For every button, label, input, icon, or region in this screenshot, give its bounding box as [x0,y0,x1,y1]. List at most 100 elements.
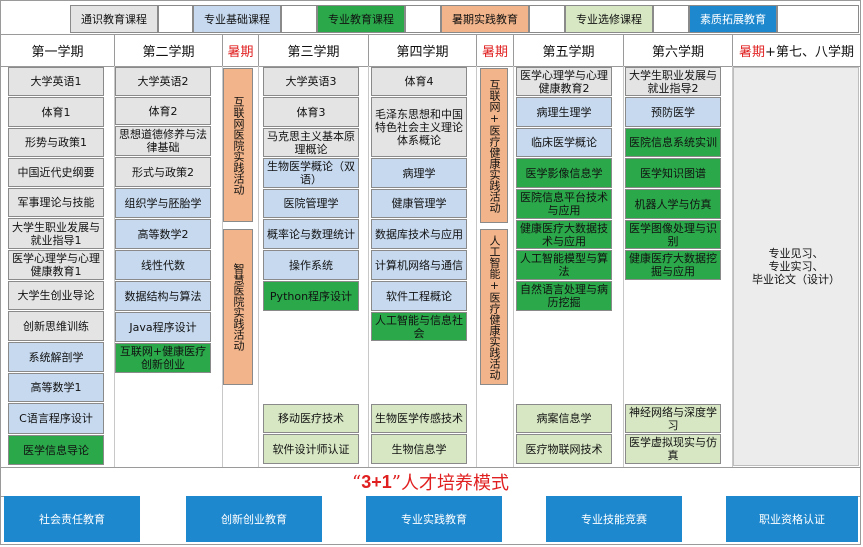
course-cell: 马克思主义基本原理概论 [263,128,359,157]
course-cell: 病理学 [371,158,467,188]
course-cell: 医学信息导论 [8,435,104,465]
course-cell: 数据结构与算法 [115,281,211,311]
course-cell: 医学图像处理与识别 [625,220,721,249]
course-cell: 健康管理学 [371,189,467,218]
course-cell: 医院信息系统实训 [625,128,721,157]
slogan-number: 3+1 [361,471,392,492]
course-cell: 医院信息平台技术与应用 [516,189,612,219]
legend-quality-development: 素质拓展教育 [689,5,777,33]
summer-practice-cell: 互联网医院实践活动 [223,68,253,222]
course-cell: 计算机网络与通信 [371,250,467,280]
course-cell: 健康医疗大数据挖掘与应用 [625,250,721,280]
column-divider [732,66,733,467]
course-cell: 大学英语3 [263,67,359,96]
course-cell: 高等数学1 [8,373,104,402]
quality-education-cell: 专业实践教育 [366,496,502,542]
course-cell: 移动医疗技术 [263,404,359,433]
course-cell: 体育4 [371,67,467,96]
course-cell: 组织学与胚胎学 [115,188,211,218]
legend-spacer [281,5,317,33]
legend-professional-education: 专业教育课程 [317,5,405,33]
course-cell: Java程序设计 [115,312,211,342]
course-cell: 机器人学与仿真 [625,189,721,219]
quality-education-cell: 社会责任教育 [4,496,140,542]
column-divider [114,66,115,467]
course-cell: 体育3 [263,97,359,127]
course-cell: 医疗物联网技术 [516,434,612,464]
course-cell: 中国近代史纲要 [8,158,104,187]
summer-practice-cell: 智慧医院实践活动 [223,229,253,385]
legend-summer-practice: 暑期实践教育 [441,5,529,33]
course-cell: 操作系统 [263,250,359,280]
legend-professional-elective: 专业选修课程 [565,5,653,33]
course-cell: 线性代数 [115,250,211,280]
semester-5-header: 第五学期 [513,35,623,66]
column-divider [222,66,223,467]
course-cell: 大学生职业发展与就业指导1 [8,218,104,249]
semester-2-header: 第二学期 [114,35,222,66]
course-cell: 概率论与数理统计 [263,219,359,249]
legend-spacer [529,5,565,33]
slogan-quote: “ [352,471,362,493]
bottom-spacer [322,496,366,542]
summer-1-header: 暑期 [222,35,258,66]
course-cell: 创新思维训练 [8,311,104,341]
divider [1,66,860,67]
course-cell: 形势与政策1 [8,128,104,157]
course-cell: 人工智能模型与算法 [516,250,612,280]
semester-1-header: 第一学期 [1,35,114,66]
quality-education-cell: 职业资格认证 [726,496,858,542]
course-cell: 数据库技术与应用 [371,219,467,249]
legend-spacer [653,5,689,33]
legend-professional-basic: 专业基础课程 [193,5,281,33]
course-cell: 自然语言处理与病历挖掘 [516,281,612,311]
legend-spacer [1,5,69,33]
course-cell: 毛泽东思想和中国特色社会主义理论体系概论 [371,97,467,157]
course-cell: 医学心理学与心理健康教育1 [8,250,104,280]
course-cell: 神经网络与深度学习 [625,404,721,433]
summer-practice-cell: 互联网+医疗健康实践活动 [480,68,508,223]
course-cell: 大学英语2 [115,67,211,96]
course-cell: 生物信息学 [371,434,467,464]
course-cell: 病案信息学 [516,404,612,433]
course-text: 专业实习、 [768,260,824,273]
quality-education-cell: 创新创业教育 [186,496,322,542]
course-cell: 临床医学概论 [516,128,612,157]
semester-7-8-header: 暑期+第七、八学期 [732,35,860,66]
course-cell: 互联网+健康医疗创新创业 [115,343,211,373]
course-cell: 军事理论与技能 [8,188,104,217]
course-cell: 预防医学 [625,97,721,127]
divider [1,34,860,35]
course-cell: 健康医疗大数据技术与应用 [516,220,612,249]
course-cell: C语言程序设计 [8,403,104,434]
course-cell: 大学生创业导论 [8,281,104,310]
summer-practice-cell: 人工智能+医疗健康实践活动 [480,229,508,385]
legend-general-education: 通识教育课程 [70,5,158,33]
column-divider [623,66,624,467]
course-cell: 大学生职业发展与就业指导2 [625,67,721,96]
column-divider [513,66,514,467]
summer-2-header: 暑期 [476,35,513,66]
column-divider [258,66,259,467]
course-cell: 大学英语1 [8,67,104,96]
course-cell: 体育1 [8,97,104,127]
slogan-quote: ” [391,471,401,493]
legend-spacer [777,5,859,33]
course-cell: 软件设计师认证 [263,434,359,464]
course-cell: 医学知识图谱 [625,158,721,188]
bottom-spacer [502,496,546,542]
course-cell: 医院管理学 [263,189,359,218]
summer-label: 暑期 [739,45,766,60]
slogan-text: 人才培养模式 [400,473,509,494]
column-divider [368,66,369,467]
legend-spacer [405,5,441,33]
course-cell: 医学虚拟现实与仿真 [625,434,721,464]
course-text: 专业见习、 [768,247,824,260]
semester-6-header: 第六学期 [623,35,732,66]
course-cell: 思想道德修养与法律基础 [115,126,211,156]
course-cell: Python程序设计 [263,281,359,311]
quality-education-cell: 专业技能竞赛 [546,496,682,542]
course-cell: 医学影像信息学 [516,158,612,188]
course-cell: 病理生理学 [516,97,612,127]
